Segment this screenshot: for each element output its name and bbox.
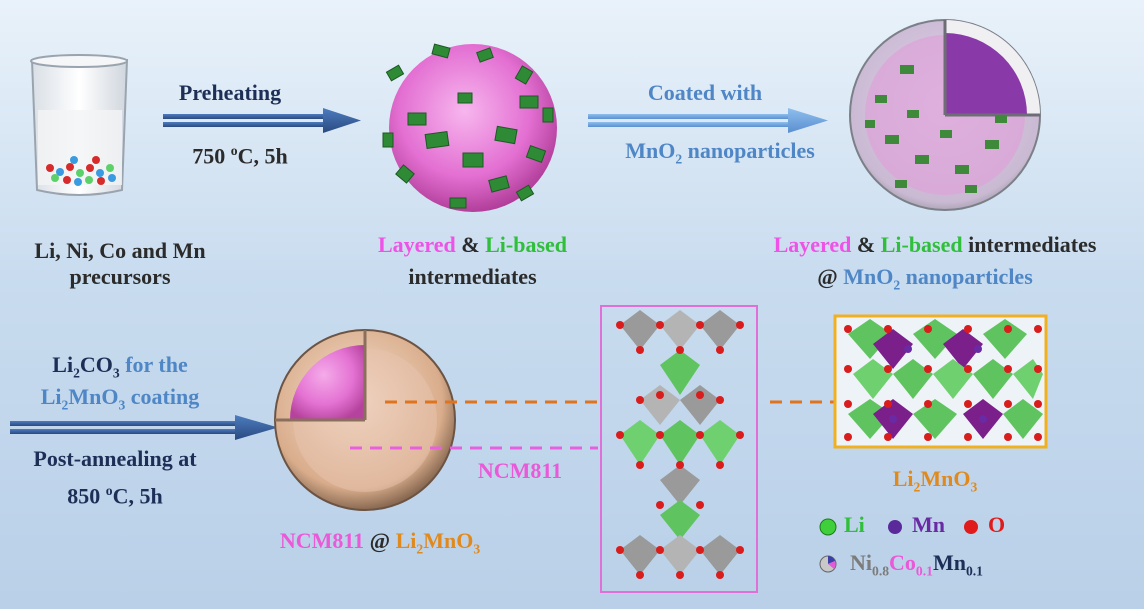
legend-li: Li (844, 512, 865, 537)
coating-arrow (588, 108, 828, 133)
li2mno3-coating-line: Li2MnO3 coating (40, 384, 200, 413)
o-atom-icon (964, 520, 978, 534)
legend-o: O (988, 512, 1006, 537)
coated-with-label: Coated with (647, 80, 763, 105)
preheating-temp: 750 oC, 5h (192, 143, 288, 169)
post-annealing-line2: 850 oC, 5h (67, 483, 163, 509)
li2mno3-label: Li2MnO3 (892, 466, 978, 495)
ncm811-li2mno3-particle (274, 329, 456, 511)
preheating-label: Preheating (178, 80, 282, 105)
precursors-line2: precursors (69, 264, 171, 289)
mno2-nanoparticles-label: MnO2 nanoparticles (625, 138, 815, 167)
intermediates-title: Layered & Li-based (377, 232, 568, 257)
preheating-arrow (163, 108, 361, 133)
li2co3-line: Li2CO3 for the (52, 352, 188, 381)
beaker-icon (30, 54, 129, 196)
li2mno3-crystal-structure (833, 314, 1048, 449)
coated-intermediates-title: Layered & Li-based intermediates (773, 232, 1097, 257)
ncm811-crystal-structure (600, 305, 758, 593)
legend: Li Mn O Ni0.8Co0.1Mn0.1 (814, 512, 1044, 592)
layered-intermediate-sphere (382, 43, 557, 212)
post-annealing-arrow (10, 415, 278, 440)
intermediates-line2: intermediates (408, 264, 537, 289)
legend-ncm-formula: Ni0.8Co0.1Mn0.1 (850, 550, 983, 579)
ncm811-label: NCM811 (477, 458, 563, 483)
precursors-line1: Li, Ni, Co and Mn (34, 238, 206, 263)
coated-intermediates-line2: @ MnO2 nanoparticles (817, 264, 1033, 293)
li-atom-icon (819, 518, 837, 536)
post-annealing-line1: Post-annealing at (33, 446, 197, 471)
mn-atom-icon (888, 520, 902, 534)
final-particle-caption: NCM811 @ Li2MnO3 (279, 528, 481, 557)
ncm-atom-icon (819, 555, 837, 573)
legend-mn: Mn (912, 512, 945, 537)
coated-intermediate-sphere (849, 19, 1041, 211)
